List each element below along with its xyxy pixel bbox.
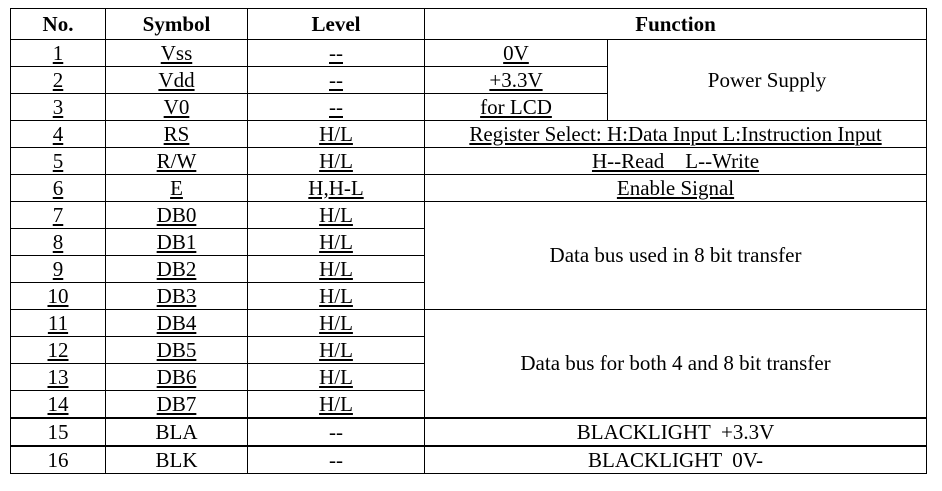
table-row: 8 DB1 H/L — [10, 228, 927, 256]
pin-symbol: R/W — [105, 147, 248, 175]
pin-no: 3 — [10, 93, 106, 121]
pin-level: H/L — [247, 309, 425, 337]
data-bus-4-8bit-group: Data bus for both 4 and 8 bit transfer — [423, 309, 928, 419]
pin-function: BLACKLIGHT +3.3V — [423, 417, 928, 447]
pin-level: -- — [247, 93, 425, 121]
table-row: 3 V0 -- for LCD — [10, 93, 927, 121]
pin-function: BLACKLIGHT 0V- — [423, 445, 928, 474]
pin-symbol: DB3 — [105, 282, 248, 310]
pin-level: -- — [247, 39, 425, 67]
table-row: 14 DB7 H/L — [10, 390, 927, 419]
pin-no: 7 — [10, 201, 106, 229]
pin-level: H/L — [247, 147, 425, 175]
pin-symbol: DB7 — [105, 390, 248, 419]
pin-function: 0V — [424, 39, 608, 67]
pin-function: Enable Signal — [423, 174, 928, 202]
pin-symbol: Vss — [105, 39, 248, 67]
pin-no: 16 — [10, 445, 106, 474]
pin-level: H,H-L — [247, 174, 425, 202]
pin-no: 4 — [10, 120, 106, 148]
pin-no: 10 — [10, 282, 106, 310]
table-row: 7 DB0 H/L Data bus used in 8 bit transfe… — [10, 201, 928, 310]
table-row: 15 BLA -- BLACKLIGHT +3.3V — [10, 417, 928, 447]
header-no: No. — [10, 8, 106, 40]
pin-no: 2 — [10, 66, 106, 94]
pin-no: 15 — [10, 417, 106, 447]
pin-no: 6 — [10, 174, 106, 202]
pin-function: Register Select: H:Data Input L:Instruct… — [423, 120, 928, 148]
pin-symbol: DB2 — [105, 255, 248, 283]
pin-no: 5 — [10, 147, 106, 175]
pin-symbol: DB5 — [105, 336, 248, 364]
power-supply-group: Power Supply — [606, 39, 928, 121]
pin-symbol: BLK — [105, 445, 248, 474]
header-symbol: Symbol — [105, 8, 248, 40]
table-row: 13 DB6 H/L — [10, 363, 927, 391]
header-level: Level — [247, 8, 425, 40]
pin-level: H/L — [247, 282, 425, 310]
data-bus-8bit-group: Data bus used in 8 bit transfer — [423, 201, 928, 310]
pin-symbol: E — [105, 174, 248, 202]
table-row: 9 DB2 H/L — [10, 255, 927, 283]
pin-no: 8 — [10, 228, 106, 256]
table-row: 4 RS H/L Register Select: H:Data Input L… — [10, 120, 928, 148]
pin-no: 12 — [10, 336, 106, 364]
pin-symbol: V0 — [105, 93, 248, 121]
pin-no: 13 — [10, 363, 106, 391]
pin-level: -- — [247, 445, 425, 474]
pin-level: H/L — [247, 336, 425, 364]
pin-function: +3.3V — [424, 66, 608, 94]
pin-function: for LCD — [424, 93, 608, 121]
pin-level: H/L — [247, 390, 425, 419]
table-row: 16 BLK -- BLACKLIGHT 0V- — [10, 445, 928, 474]
pin-symbol: DB1 — [105, 228, 248, 256]
header-row: No. Symbol Level Function — [10, 8, 928, 40]
pin-symbol: Vdd — [105, 66, 248, 94]
pin-no: 11 — [10, 309, 106, 337]
header-function: Function — [423, 8, 928, 40]
table-row: 1 Vss -- 0V Power Supply — [10, 39, 928, 121]
pin-symbol: DB4 — [105, 309, 248, 337]
table-row: 6 E H,H-L Enable Signal — [10, 174, 928, 202]
pin-function-table: No. Symbol Level Function 1 Vss -- 0V Po… — [10, 8, 928, 474]
pin-level: H/L — [247, 201, 425, 229]
pin-function: H--Read L--Write — [423, 147, 928, 175]
pin-no: 14 — [10, 390, 106, 419]
pin-level: -- — [247, 417, 425, 447]
pin-level: H/L — [247, 228, 425, 256]
pin-level: H/L — [247, 120, 425, 148]
pin-symbol: DB6 — [105, 363, 248, 391]
pin-symbol: DB0 — [105, 201, 248, 229]
pin-level: -- — [247, 66, 425, 94]
pin-level: H/L — [247, 363, 425, 391]
pin-symbol: RS — [105, 120, 248, 148]
table-row: 10 DB3 H/L — [10, 282, 927, 310]
table-row: 11 DB4 H/L Data bus for both 4 and 8 bit… — [10, 309, 928, 419]
table-row: 5 R/W H/L H--Read L--Write — [10, 147, 928, 175]
pin-no: 9 — [10, 255, 106, 283]
pin-symbol: BLA — [105, 417, 248, 447]
pin-level: H/L — [247, 255, 425, 283]
pin-no: 1 — [10, 39, 106, 67]
